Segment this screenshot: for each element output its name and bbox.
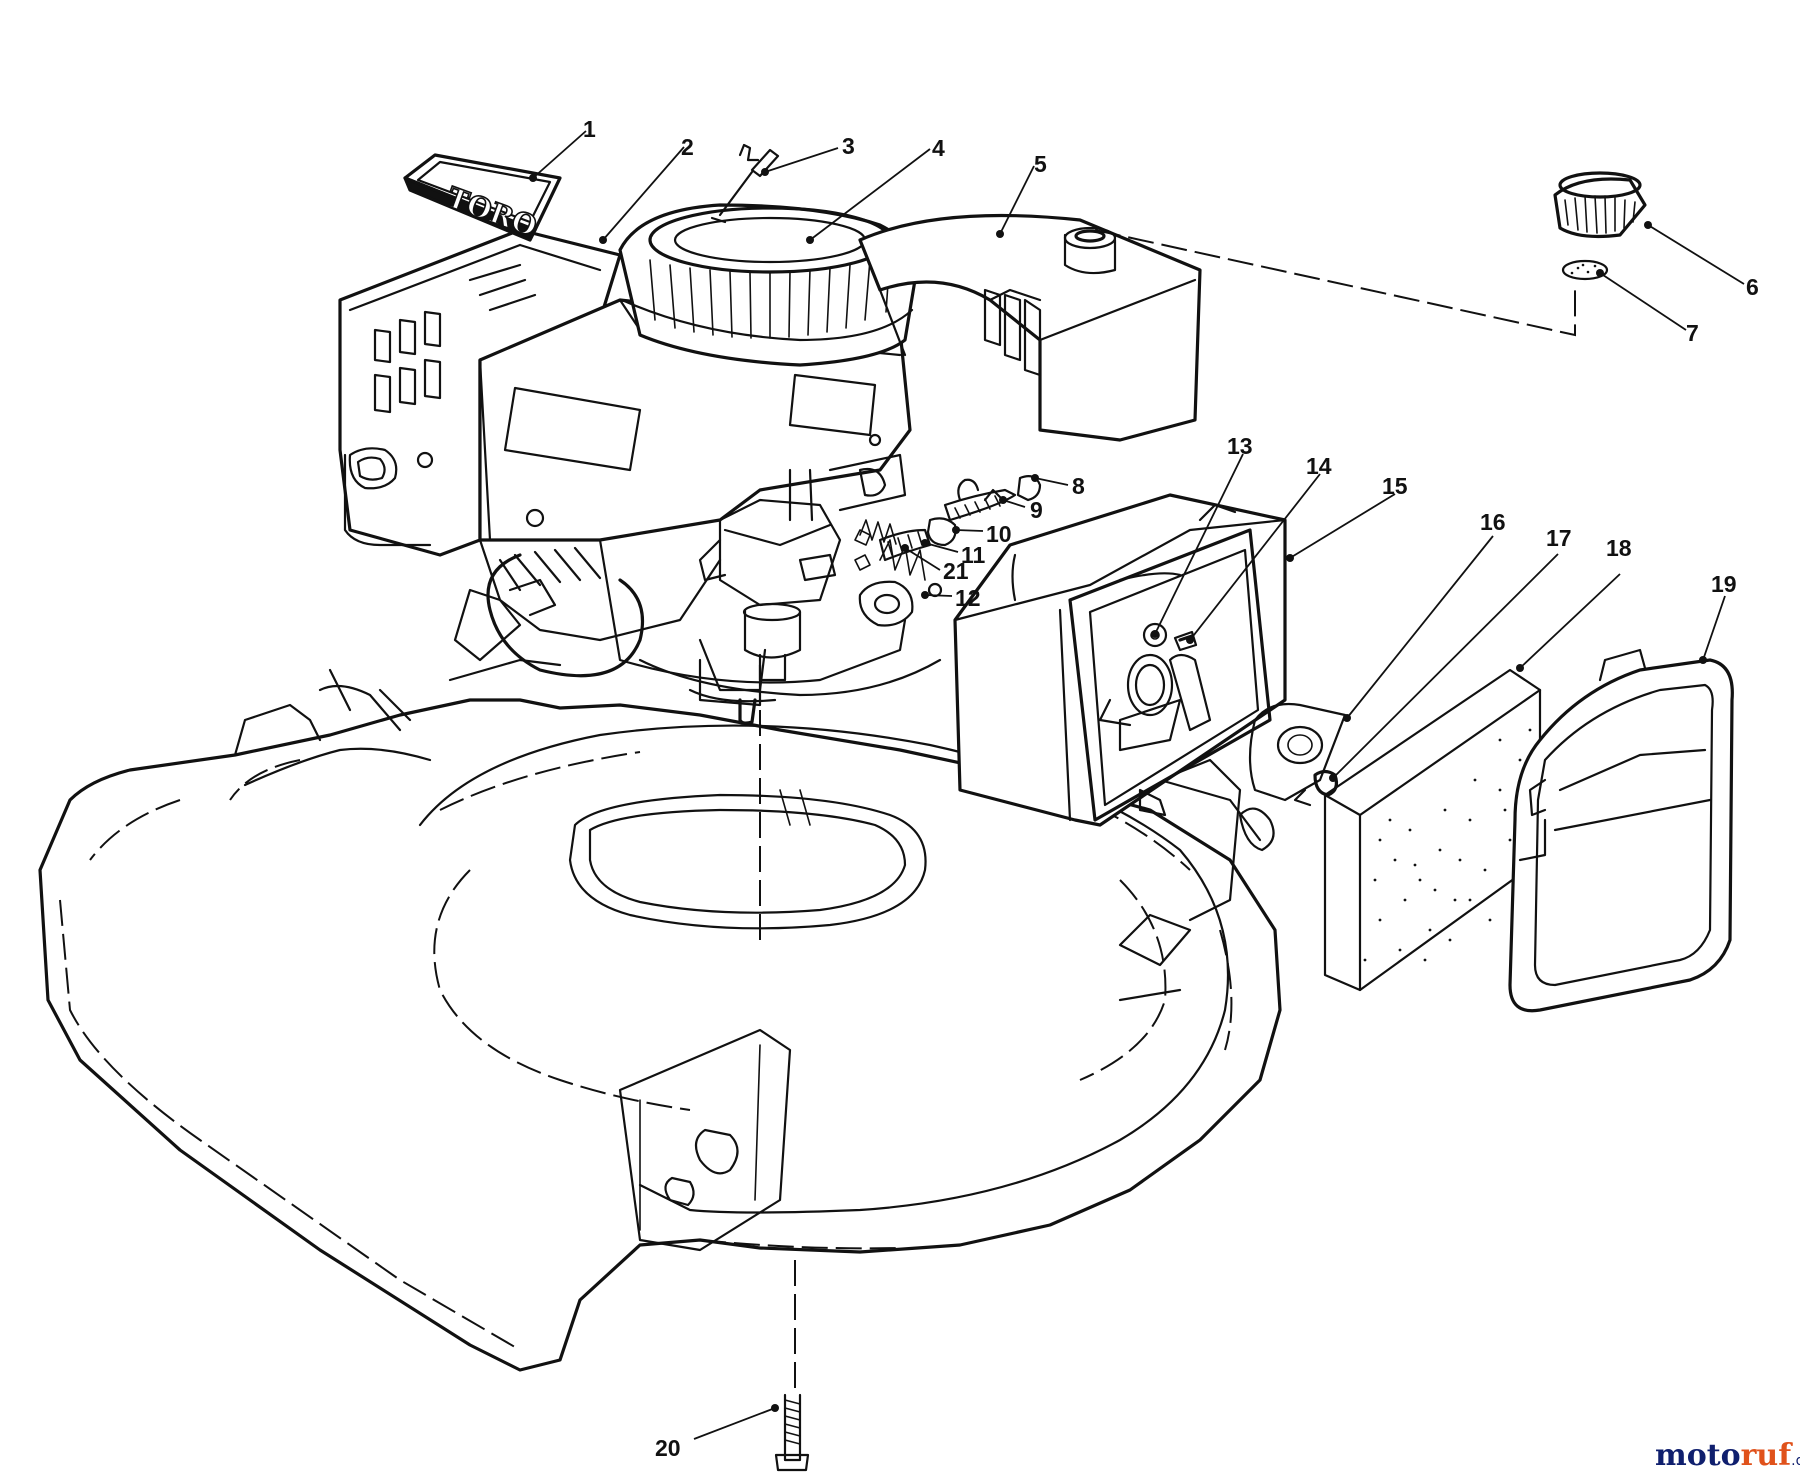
callout-16: 16 bbox=[1480, 509, 1506, 535]
svg-text:motoruf.de: motoruf.de bbox=[1655, 1438, 1800, 1473]
callout-3: 3 bbox=[842, 133, 855, 159]
toro-decal: TORO bbox=[403, 153, 562, 244]
callout-20: 20 bbox=[655, 1435, 681, 1461]
callout-21: 21 bbox=[943, 558, 969, 584]
callout-15: 15 bbox=[1382, 473, 1408, 499]
leader-lines bbox=[529, 130, 1745, 1440]
callout-2: 2 bbox=[681, 134, 694, 160]
air-cleaner-assembly bbox=[953, 493, 1734, 1013]
watermark-part-a: moto bbox=[1655, 1438, 1741, 1473]
callout-5: 5 bbox=[1034, 151, 1047, 177]
mower-deck bbox=[38, 638, 1282, 1372]
watermark-part-b: ruf bbox=[1741, 1438, 1794, 1473]
mounting-bolt bbox=[774, 1393, 810, 1472]
fuel-cap bbox=[1553, 171, 1647, 281]
callout-17: 17 bbox=[1546, 525, 1572, 551]
callout-12: 12 bbox=[955, 585, 981, 611]
callout-8: 8 bbox=[1072, 473, 1085, 499]
watermark-part-c: .de bbox=[1791, 1453, 1800, 1469]
callout-13: 13 bbox=[1227, 433, 1253, 459]
callout-7: 7 bbox=[1686, 320, 1699, 346]
callout-19: 19 bbox=[1711, 571, 1737, 597]
callout-4: 4 bbox=[932, 135, 945, 161]
callout-14: 14 bbox=[1306, 453, 1332, 479]
callout-10: 10 bbox=[986, 521, 1012, 547]
engine-assembly bbox=[338, 203, 1202, 725]
assembly-lines bbox=[759, 229, 1576, 1390]
callout-11: 11 bbox=[961, 542, 986, 568]
watermark-logo: motoruf.de bbox=[1655, 1438, 1800, 1473]
ignition-wire-connector bbox=[710, 143, 780, 224]
callout-6: 6 bbox=[1746, 274, 1759, 300]
callout-numbers: 1 2 3 4 5 6 7 8 9 10 11 12 13 14 15 16 1… bbox=[583, 116, 1759, 1461]
callout-18: 18 bbox=[1606, 535, 1632, 561]
callout-9: 9 bbox=[1030, 497, 1043, 523]
callout-1: 1 bbox=[583, 116, 596, 142]
